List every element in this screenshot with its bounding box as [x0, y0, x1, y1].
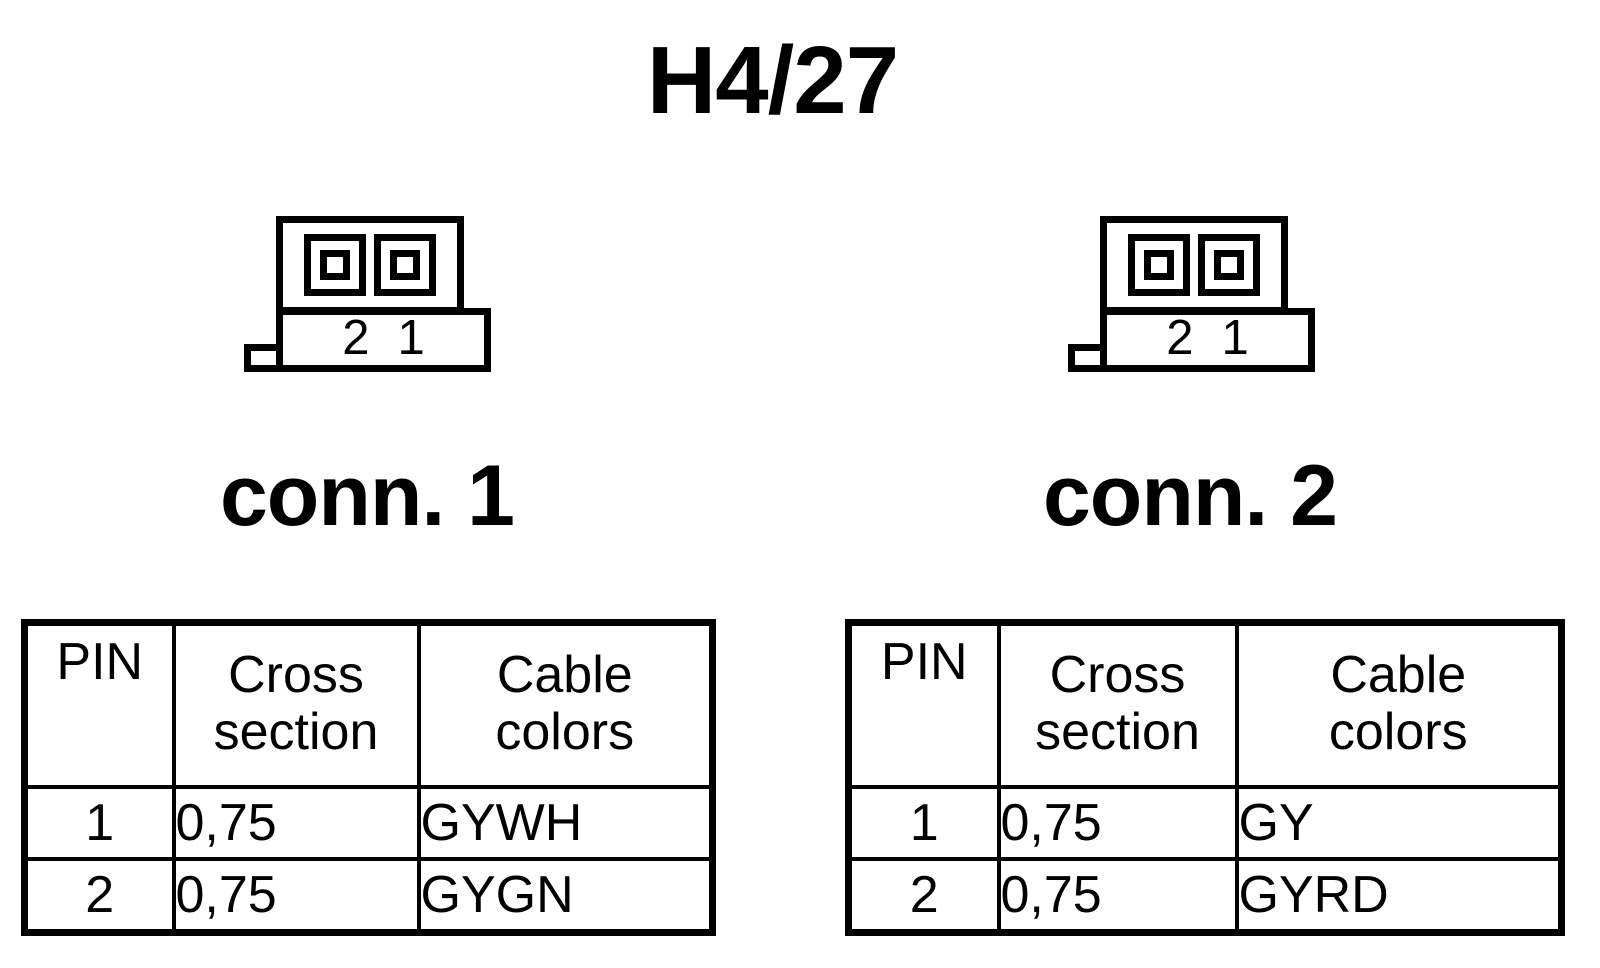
cell-cross-section: 0,75: [996, 785, 1239, 861]
connector-body-conn1: 2 1: [276, 308, 491, 372]
cell-pin: 2: [22, 857, 176, 935]
cell-cable-colors: GY: [1234, 785, 1564, 861]
cell-cable-colors: GYRD: [1234, 857, 1564, 935]
connector-housing-top-conn1: [276, 216, 464, 314]
pin-socket-icon: [374, 234, 436, 296]
column-header-cable-colors-line1: Cable: [496, 646, 633, 705]
column-header-cross-section-line2: section: [1035, 702, 1200, 761]
column-header-cross-section: Cross section: [996, 620, 1239, 789]
page-title: H4/27: [646, 27, 899, 134]
connector-body-conn2: 2 1: [1100, 308, 1315, 372]
cell-pin: 1: [22, 785, 176, 861]
column-header-cross-section-line1: Cross: [1049, 646, 1186, 705]
column-header-cross-section-line1: Cross: [228, 646, 364, 705]
connector-housing-top-conn2: [1100, 216, 1288, 314]
connector-pin-number: 1: [1221, 311, 1249, 365]
connector-pin-number: 2: [342, 311, 370, 365]
table-header-row: PIN Cross section Cable colors: [846, 620, 1564, 789]
table-row: 2 0,75 GYRD: [846, 857, 1564, 935]
column-header-cross-section: Cross section: [171, 620, 421, 789]
cell-pin: 2: [846, 857, 1001, 935]
connector-symbol-conn2: 2 1: [1066, 216, 1316, 376]
cell-pin: 1: [846, 785, 1001, 861]
pinout-table-conn1: PIN Cross section Cable colors 1 0,75 GY…: [21, 619, 716, 936]
pin-socket-icon: [1198, 234, 1260, 296]
table-row: 1 0,75 GYWH: [22, 785, 715, 861]
cell-cross-section: 0,75: [171, 785, 421, 861]
column-header-cable-colors: Cable colors: [1234, 620, 1564, 789]
pin-contact-icon: [390, 250, 420, 280]
pin-contact-icon: [1144, 250, 1174, 280]
pin-socket-icon: [1128, 234, 1190, 296]
column-header-cross-section-line2: section: [213, 702, 379, 761]
column-header-cable-colors-line2: colors: [495, 702, 635, 761]
pin-contact-icon: [1214, 250, 1244, 280]
connector-symbol-conn1: 2 1: [242, 216, 492, 376]
column-header-pin: PIN: [846, 620, 1001, 789]
column-header-cable-colors: Cable colors: [416, 620, 715, 789]
cell-cable-colors: GYGN: [416, 857, 715, 935]
table-header-row: PIN Cross section Cable colors: [22, 620, 715, 789]
connector-pin-number: 2: [1166, 311, 1194, 365]
cell-cross-section: 0,75: [171, 857, 421, 935]
column-header-cable-colors-line1: Cable: [1330, 646, 1467, 705]
column-header-pin: PIN: [22, 620, 176, 789]
cell-cable-colors: GYWH: [416, 785, 715, 861]
pin-contact-icon: [320, 250, 350, 280]
table-row: 1 0,75 GY: [846, 785, 1564, 861]
pin-socket-icon: [304, 234, 366, 296]
pinout-table-conn2: PIN Cross section Cable colors 1 0,75 GY…: [845, 619, 1565, 936]
table-row: 2 0,75 GYGN: [22, 857, 715, 935]
connector-pin-number: 1: [397, 311, 425, 365]
column-header-cable-colors-line2: colors: [1328, 702, 1468, 761]
connector-caption-conn2: conn. 2: [1042, 448, 1338, 544]
connector-caption-conn1: conn. 1: [219, 448, 515, 544]
cell-cross-section: 0,75: [996, 857, 1239, 935]
